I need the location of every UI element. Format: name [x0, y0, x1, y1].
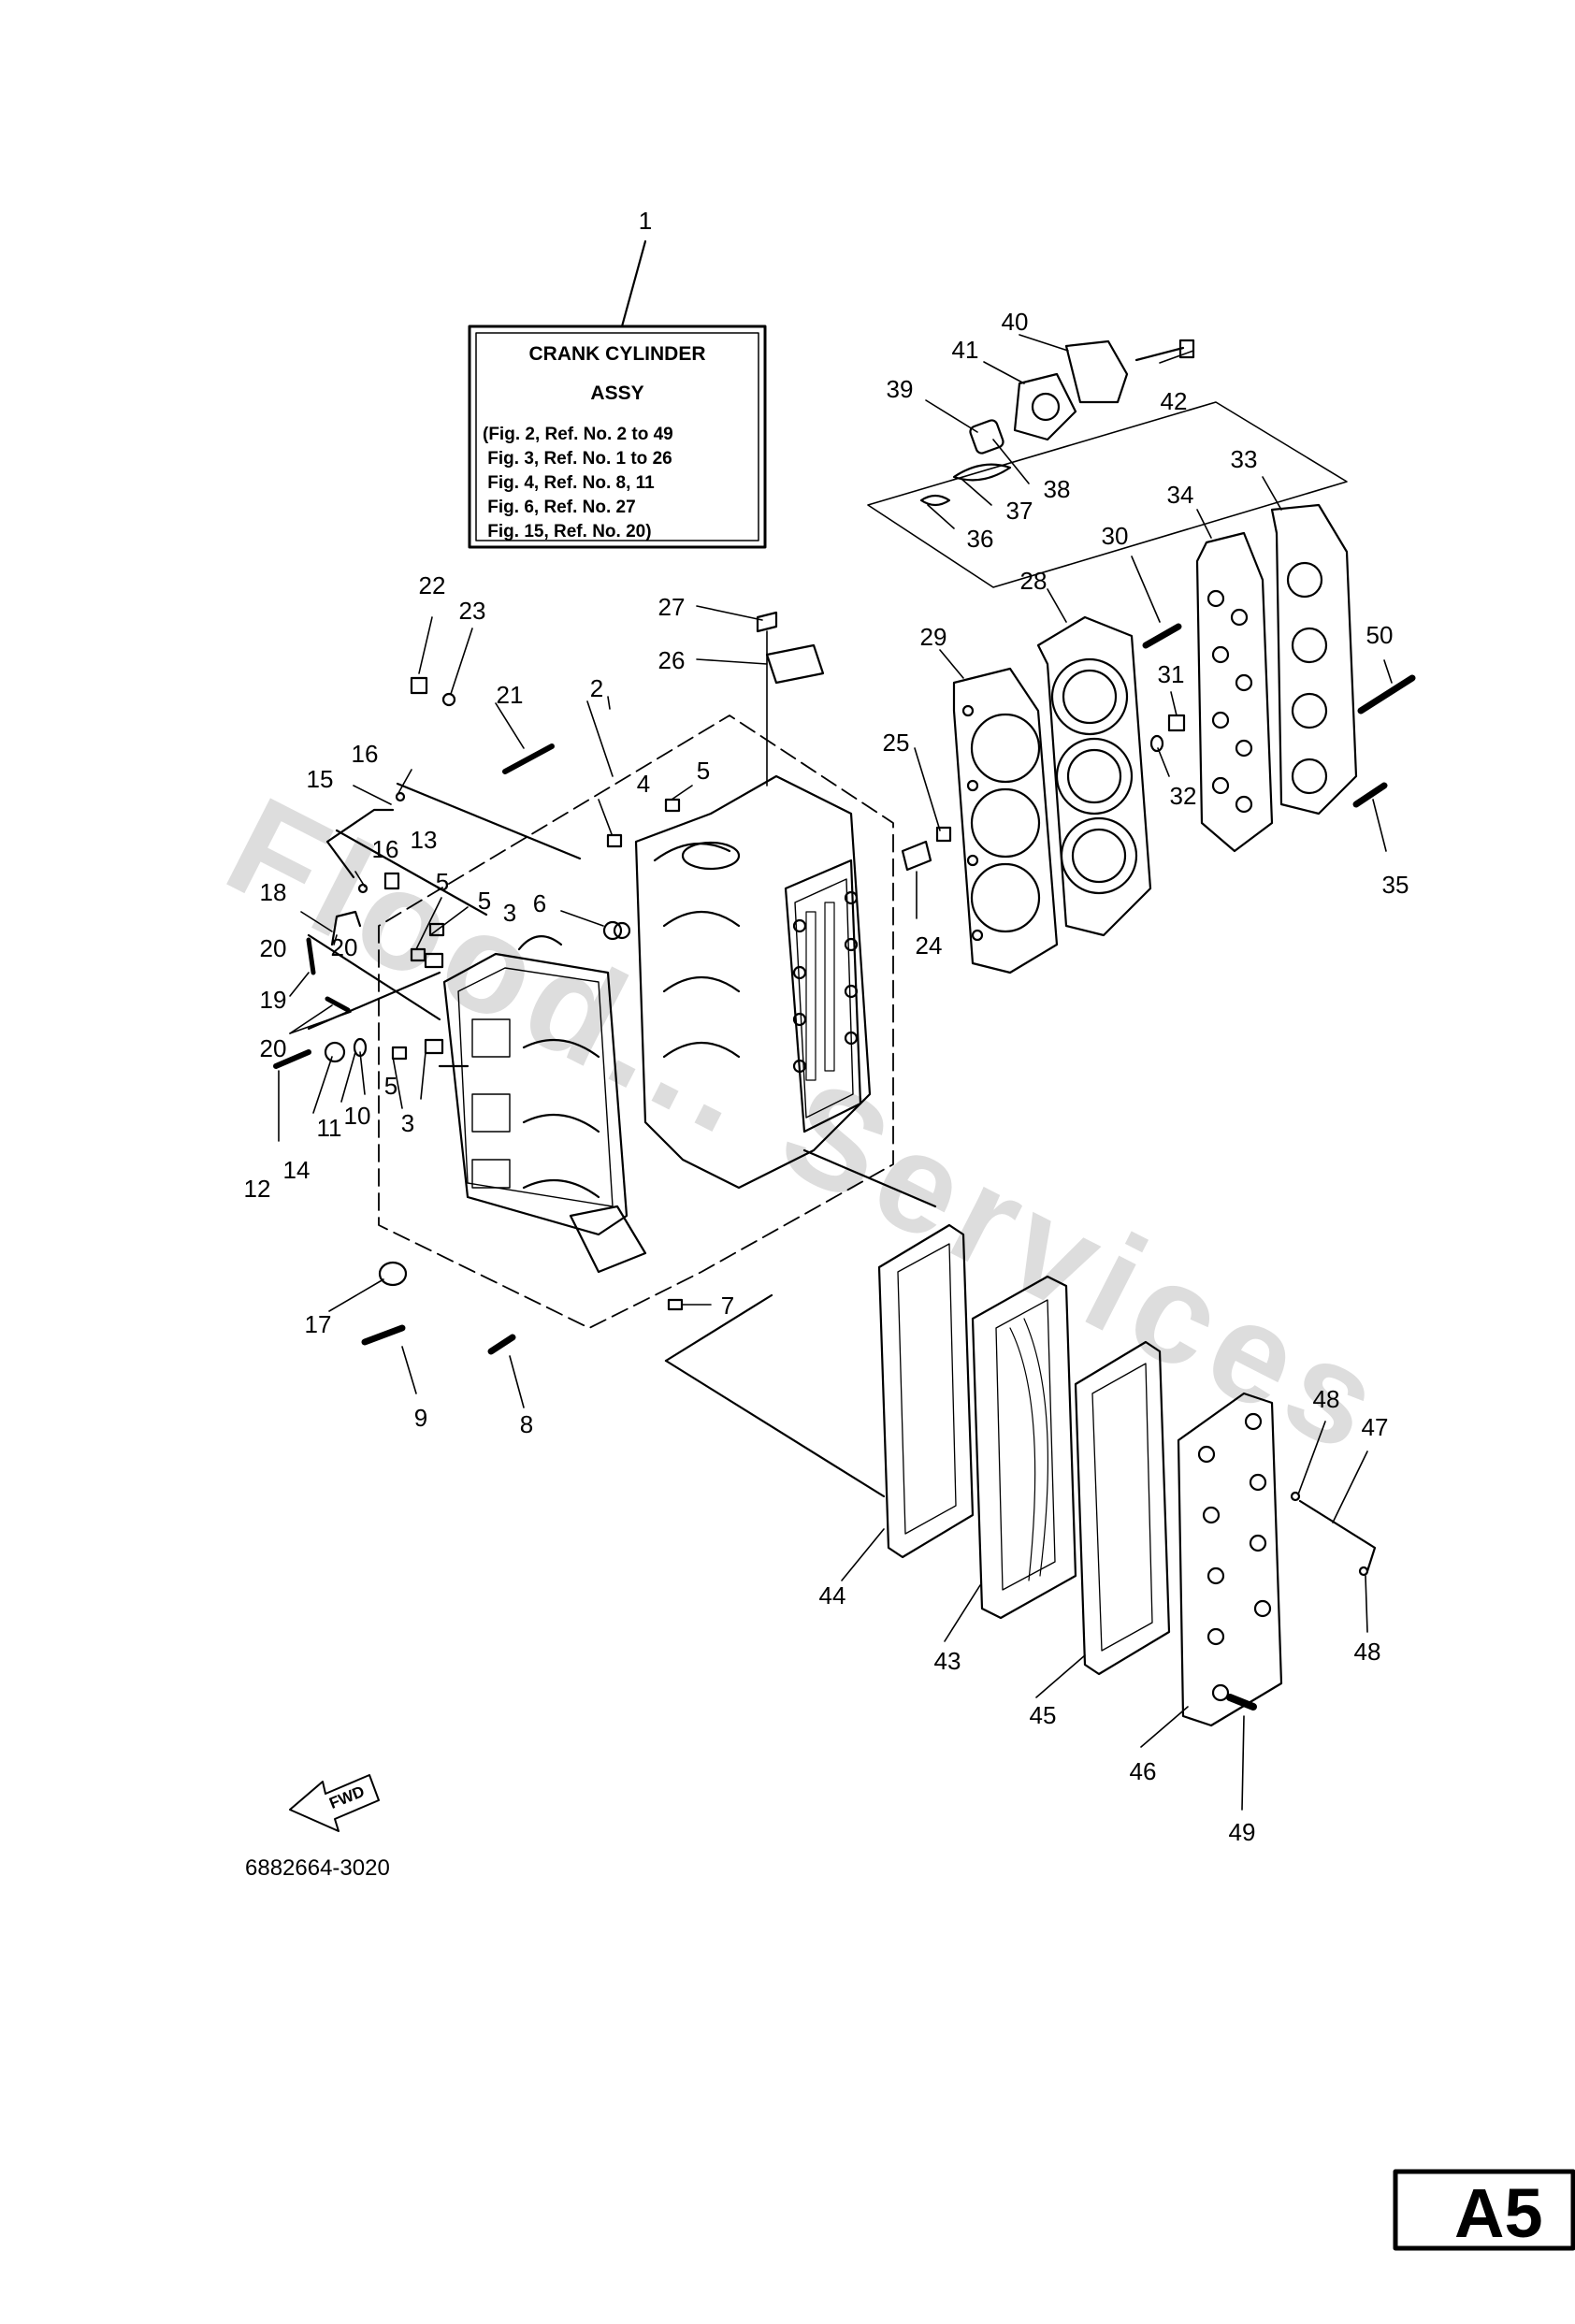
crankcase-half: [442, 935, 647, 1274]
callout-5a: 5: [697, 757, 710, 785]
callout-21: 21: [497, 681, 524, 709]
callout-36: 36: [967, 525, 994, 553]
cylinder-head: [1036, 615, 1152, 937]
callout-4: 4: [637, 770, 650, 798]
intake-gasket-45: [1074, 1340, 1171, 1676]
callout-50: 50: [1366, 621, 1394, 649]
callout-25: 25: [883, 729, 910, 757]
callout-33: 33: [1231, 445, 1258, 473]
small-parts: [273, 611, 1416, 1711]
callout-43: 43: [934, 1647, 961, 1675]
callout-5c: 5: [478, 887, 491, 915]
leader-1: [620, 239, 647, 328]
callout-19: 19: [260, 986, 287, 1014]
callout-7: 7: [721, 1292, 734, 1320]
reed-valve-43: [971, 1275, 1077, 1620]
callout-23: 23: [459, 597, 486, 625]
callout-5d: 5: [384, 1072, 397, 1100]
callout-24: 24: [916, 931, 943, 960]
callout-41: 41: [952, 336, 979, 364]
callout-3b: 3: [401, 1109, 414, 1137]
callout-16a: 16: [352, 740, 379, 768]
callout-13: 13: [411, 826, 438, 854]
thermostat-parts: [919, 339, 1195, 507]
callout-32: 32: [1170, 782, 1197, 810]
callout-8: 8: [520, 1410, 533, 1438]
intake-plane-line-top: [802, 1148, 937, 1208]
callout-15: 15: [307, 765, 334, 793]
callout-29: 29: [920, 623, 947, 651]
assy-ref-line4: Fig. 6, Ref. No. 27: [483, 498, 636, 517]
callout-28: 28: [1020, 567, 1048, 595]
assy-ref-line3: Fig. 4, Ref. No. 8, 11: [483, 473, 655, 493]
callout-20b: 20: [331, 933, 358, 961]
assy-box-text: CRANK CYLINDER ASSY (Fig. 2, Ref. No. 2 …: [483, 343, 706, 541]
callout-17: 17: [305, 1310, 332, 1338]
callout-39: 39: [887, 375, 914, 403]
callout-49: 49: [1229, 1818, 1256, 1846]
callout-42: 42: [1161, 387, 1188, 415]
dashed-assembly-outline: [378, 715, 894, 1329]
callout-2: 2: [590, 674, 603, 702]
page-tag: A5: [1454, 2174, 1543, 2252]
assy-ref-line1: (Fig. 2, Ref. No. 2 to 49: [483, 425, 673, 444]
page-tag-box: [1393, 2169, 1575, 2251]
assembly-line-c: [307, 933, 441, 1021]
callout-45: 45: [1030, 1701, 1057, 1729]
callout-numbers: 1 2 3 3 4 5 5 5 5 6 7 8 9 10 11 12 13 14…: [244, 207, 1409, 1846]
intake-plane-line-left: [664, 1293, 773, 1363]
head-cover-gasket: [1195, 531, 1274, 853]
assembly-line-a: [396, 782, 582, 860]
callout-1: 1: [639, 207, 652, 235]
fwd-arrow-icon: [289, 1774, 380, 1832]
callout-30: 30: [1102, 522, 1129, 550]
assy-ref-line5: Fig. 15, Ref. No. 20): [483, 522, 652, 541]
callout-6: 6: [533, 889, 546, 917]
callout-16b: 16: [372, 835, 399, 863]
callout-40: 40: [1002, 308, 1029, 336]
assy-ref-line2: Fig. 3, Ref. No. 1 to 26: [483, 449, 672, 469]
callout-35: 35: [1382, 871, 1409, 899]
callout-38: 38: [1044, 475, 1071, 503]
callout-26: 26: [658, 646, 686, 674]
intake-gasket-44: [877, 1223, 975, 1559]
callout-12: 12: [244, 1175, 271, 1203]
callout-47: 47: [1362, 1413, 1389, 1441]
callout-10: 10: [344, 1102, 371, 1130]
callout-9: 9: [414, 1404, 427, 1432]
callout-20a: 20: [260, 934, 287, 962]
assy-title-line2: ASSY: [590, 383, 643, 404]
assy-box: [468, 325, 767, 549]
callout-34: 34: [1167, 481, 1194, 509]
assembly-line-b: [335, 829, 488, 917]
assy-box-inner: [475, 332, 759, 541]
intake-plane-line-bottom: [664, 1359, 886, 1498]
callout-14: 14: [283, 1156, 311, 1184]
callout-11: 11: [317, 1114, 342, 1142]
callout-22: 22: [419, 571, 446, 599]
callout-48b: 48: [1354, 1638, 1381, 1666]
callout-3a: 3: [503, 899, 516, 927]
cylinder-block: [613, 774, 872, 1190]
callout-44: 44: [819, 1581, 846, 1609]
callout-46: 46: [1130, 1757, 1157, 1785]
intake-cover-46: [1177, 1392, 1283, 1727]
thermostat-group-line: [867, 401, 1348, 588]
callout-27: 27: [658, 593, 686, 621]
callout-20c: 20: [260, 1034, 287, 1062]
assy-title-line1: CRANK CYLINDER: [529, 343, 706, 365]
head-cover: [1270, 503, 1358, 816]
callout-48a: 48: [1313, 1385, 1340, 1413]
callout-31: 31: [1158, 660, 1185, 688]
part-code: 6882664-3020: [245, 1855, 390, 1881]
head-gasket: [952, 667, 1059, 974]
callout-5b: 5: [436, 868, 449, 896]
callout-18: 18: [260, 878, 287, 906]
callout-leaders: [278, 334, 1393, 1811]
callout-37: 37: [1006, 497, 1033, 525]
